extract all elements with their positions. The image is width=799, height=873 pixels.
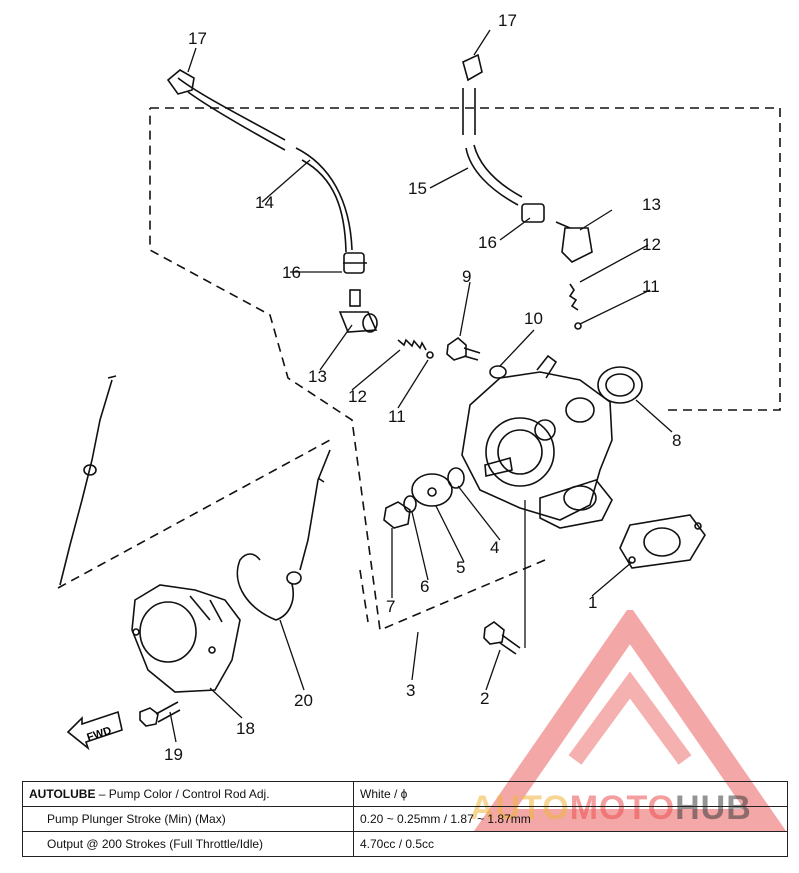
callout-8: 8 bbox=[672, 431, 681, 450]
callout-17-right: 17 bbox=[498, 11, 517, 30]
pump-body bbox=[461, 354, 613, 529]
cap-17-left bbox=[166, 69, 195, 95]
callout-16-right: 16 bbox=[478, 233, 497, 252]
fwd-label: FWD bbox=[85, 725, 113, 744]
hose-14 bbox=[177, 77, 367, 274]
spec-value: White / ϕ bbox=[353, 781, 788, 807]
callout-20: 20 bbox=[294, 691, 313, 710]
callout-7: 7 bbox=[386, 597, 395, 616]
callout-14: 14 bbox=[255, 193, 274, 212]
banjo-fitting-13-left bbox=[338, 289, 378, 333]
throttle-cable bbox=[59, 375, 117, 586]
callout-12-right: 12 bbox=[642, 235, 661, 254]
spec-table: AUTOLUBE – Pump Color / Control Rod Adj.… bbox=[22, 781, 788, 857]
control-cable-20 bbox=[236, 449, 331, 621]
spec-value: 0.20 ~ 0.25mm / 1.87 ~ 1.87mm bbox=[353, 806, 788, 832]
washer-10 bbox=[489, 365, 507, 379]
callout-5: 5 bbox=[456, 558, 465, 577]
callout-18: 18 bbox=[236, 719, 255, 738]
callout-4: 4 bbox=[490, 538, 499, 557]
callout-13-left: 13 bbox=[308, 367, 327, 386]
callout-11-right: 11 bbox=[642, 277, 660, 296]
plate-5 bbox=[411, 473, 453, 507]
bolt-2 bbox=[483, 621, 521, 655]
spec-label: Pump Plunger Stroke (Min) (Max) bbox=[22, 806, 354, 832]
callout-17-left: 17 bbox=[188, 29, 207, 48]
callout-6: 6 bbox=[420, 577, 429, 596]
table-row: Output @ 200 Strokes (Full Throttle/Idle… bbox=[22, 831, 788, 857]
spec-label: Output @ 200 Strokes (Full Throttle/Idle… bbox=[22, 831, 354, 857]
callout-1: 1 bbox=[588, 593, 597, 612]
callout-12-left: 12 bbox=[348, 387, 367, 406]
screw-19 bbox=[139, 701, 181, 727]
pump-cover-18 bbox=[131, 584, 241, 693]
spec-label-bold: AUTOLUBE bbox=[29, 787, 96, 801]
callout-3: 3 bbox=[406, 681, 415, 700]
table-row: AUTOLUBE – Pump Color / Control Rod Adj.… bbox=[22, 781, 788, 807]
bolt-9 bbox=[446, 336, 481, 361]
fwd-arrow bbox=[66, 710, 123, 751]
hose-15 bbox=[462, 53, 593, 330]
callout-19: 19 bbox=[164, 745, 183, 764]
washer-4 bbox=[447, 467, 465, 489]
callout-2: 2 bbox=[480, 689, 489, 708]
callout-9: 9 bbox=[462, 267, 471, 286]
spring-12-left bbox=[397, 338, 434, 359]
callout-15: 15 bbox=[408, 179, 427, 198]
oil-seal-8 bbox=[597, 366, 643, 404]
callout-16-left: 16 bbox=[282, 263, 301, 282]
gasket-1 bbox=[619, 514, 706, 569]
spec-label-rest: – Pump Color / Control Rod Adj. bbox=[95, 787, 270, 801]
assembly-boundary-lower bbox=[57, 439, 369, 623]
exploded-parts-diagram: 17 17 14 15 16 16 13 13 12 12 11 11 9 10… bbox=[57, 11, 781, 764]
callout-11-left: 11 bbox=[388, 407, 406, 426]
spec-label: AUTOLUBE – Pump Color / Control Rod Adj. bbox=[22, 781, 354, 807]
nut-7 bbox=[383, 501, 411, 529]
spec-value: 4.70cc / 0.5cc bbox=[353, 831, 788, 857]
callout-10: 10 bbox=[524, 309, 543, 328]
leader-lines bbox=[169, 29, 673, 743]
callout-13-right: 13 bbox=[642, 195, 661, 214]
table-row: Pump Plunger Stroke (Min) (Max) 0.20 ~ 0… bbox=[22, 806, 788, 832]
assembly-boundary bbox=[149, 107, 781, 632]
